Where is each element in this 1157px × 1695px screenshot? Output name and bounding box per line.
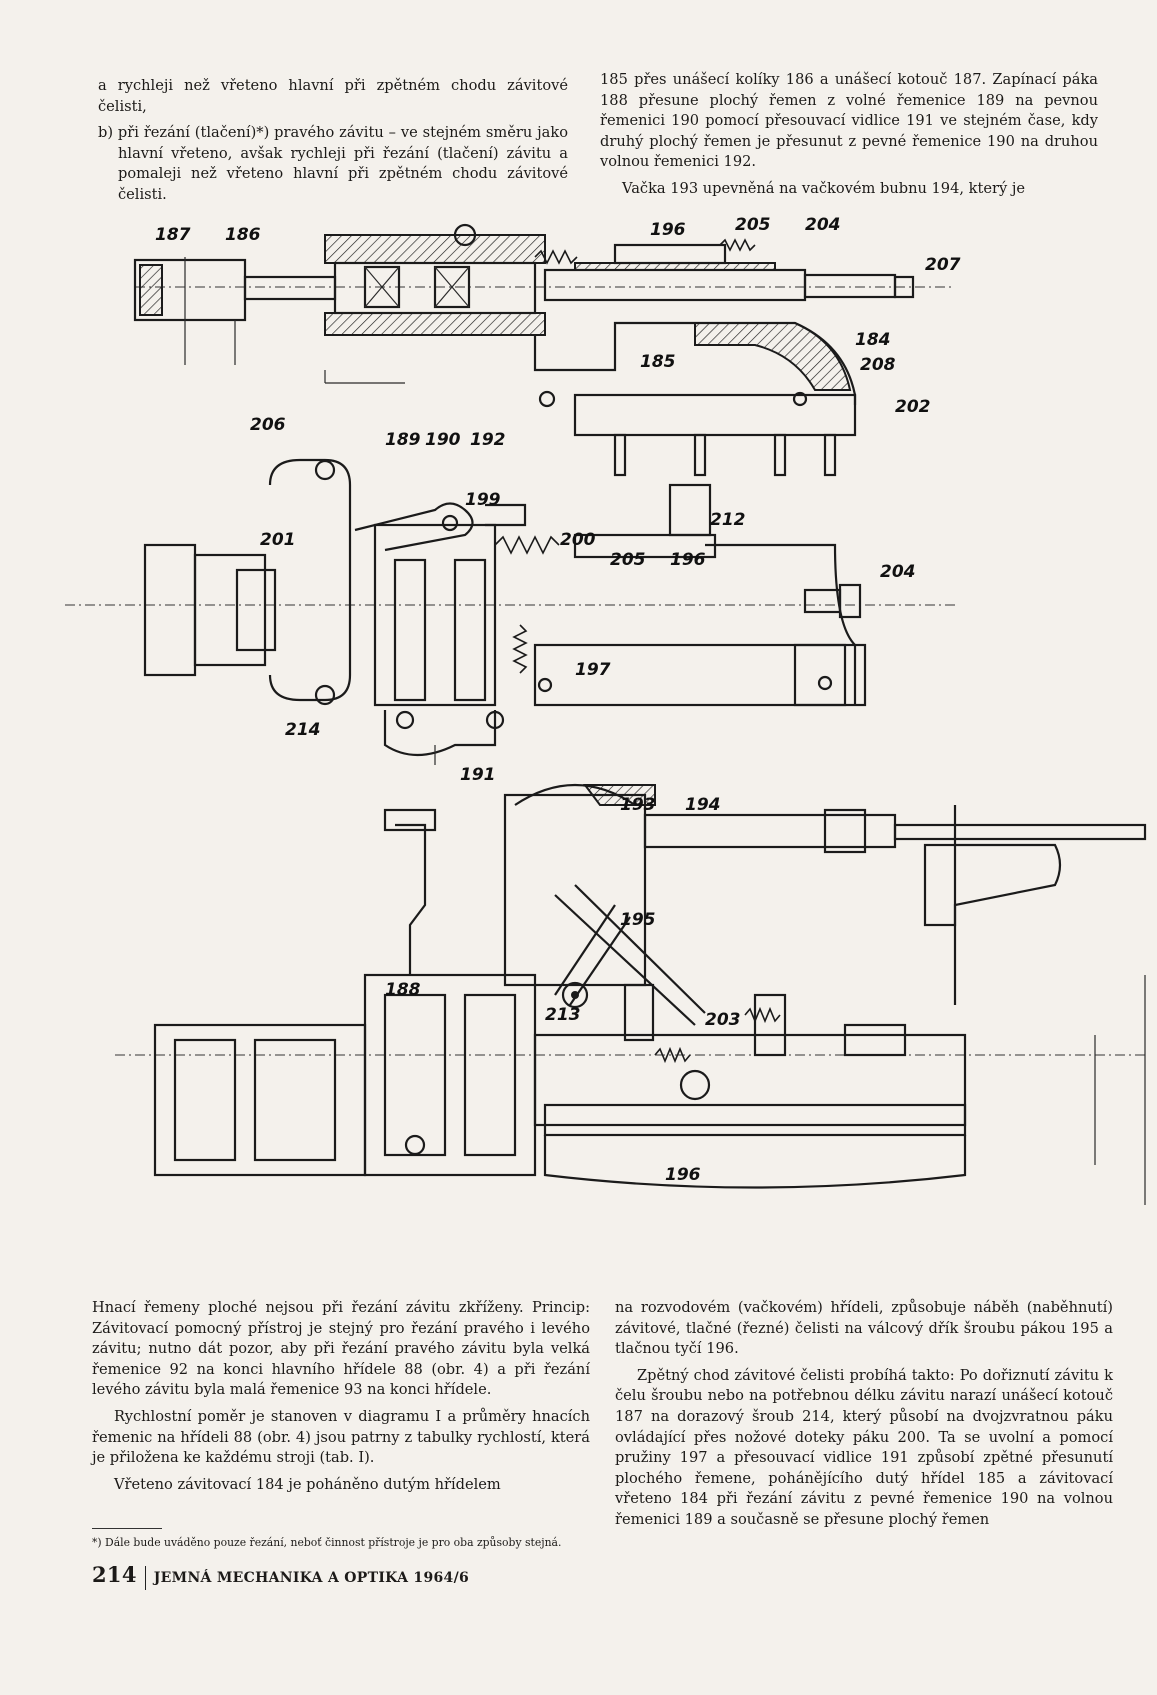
paragraph: 185 přes unášecí kolíky 186 a unášecí ko… — [600, 71, 1098, 171]
label-196: 196 — [665, 1165, 701, 1185]
journal-name: JEMNÁ MECHANIKA A OPTIKA 1964/6 — [153, 1570, 470, 1586]
label-200: 200 — [560, 530, 596, 550]
paragraph: na rozvodovém (vačkovém) hřídeli, způsob… — [615, 1299, 1113, 1358]
label-205: 205 — [610, 550, 646, 570]
cam-drive-view — [115, 783, 1147, 1205]
label-199: 199 — [465, 490, 501, 510]
page-footer: 214 JEMNÁ MECHANIKA A OPTIKA 1964/6 — [92, 1562, 469, 1590]
label-189: 189 — [385, 430, 421, 450]
label-205: 205 — [735, 215, 771, 235]
label-213: 213 — [545, 1005, 581, 1025]
text-column-top-left: a rychleji než vřeteno hlavní při zpětné… — [98, 76, 568, 212]
text-column-bottom-right: na rozvodovém (vačkovém) hřídeli, způsob… — [615, 1298, 1113, 1537]
label-191: 191 — [460, 765, 496, 785]
label-187: 187 — [155, 225, 191, 245]
label-207: 207 — [925, 255, 961, 275]
paragraph: Vačka 193 upevněná na vačkovém bubnu 194… — [622, 179, 1026, 197]
paragraph-continuation: a rychleji než vřeteno hlavní při zpětné… — [98, 77, 568, 115]
label-203: 203 — [705, 1010, 741, 1030]
label-185: 185 — [640, 352, 676, 372]
label-192: 192 — [470, 430, 506, 450]
label-202: 202 — [895, 397, 931, 417]
label-194: 194 — [685, 795, 721, 815]
label-212: 212 — [710, 510, 746, 530]
label-190: 190 — [425, 430, 461, 450]
paragraph: Hnací řemeny ploché nejsou při řezání zá… — [92, 1299, 590, 1399]
spindle-section-view — [133, 223, 955, 477]
page-number: 214 — [92, 1562, 137, 1587]
label-193: 193 — [620, 795, 656, 815]
footer-separator — [144, 1566, 146, 1590]
label-204: 204 — [880, 562, 916, 582]
lever-mechanism-view — [65, 458, 955, 765]
part-labels: 187 186 196 205 204 207 184 185 208 202 … — [155, 215, 961, 1185]
footnote-rule — [92, 1528, 162, 1529]
label-214: 214 — [285, 720, 321, 740]
label-196: 196 — [670, 550, 706, 570]
label-197: 197 — [575, 660, 611, 680]
list-item-b: b) při řezání (tlačení)*) pravého závitu… — [98, 124, 568, 203]
label-188: 188 — [385, 980, 421, 1000]
label-204: 204 — [805, 215, 841, 235]
label-206: 206 — [250, 415, 286, 435]
label-186: 186 — [225, 225, 261, 245]
technical-drawing-thread-cutting-device: 187 186 196 205 204 207 184 185 208 202 … — [65, 215, 1147, 1205]
label-195: 195 — [620, 910, 656, 930]
paragraph: Zpětný chod závitové čelisti probíhá tak… — [615, 1366, 1113, 1528]
label-196: 196 — [650, 220, 686, 240]
label-201: 201 — [260, 530, 296, 550]
label-208: 208 — [860, 355, 896, 375]
footnote: *) Dále bude uváděno pouze řezání, neboť… — [92, 1536, 562, 1549]
text-column-bottom-left: Hnací řemeny ploché nejsou při řezání zá… — [92, 1298, 590, 1501]
paragraph: Rychlostní poměr je stanoven v diagramu … — [92, 1407, 590, 1467]
paragraph: Vřeteno závitovací 184 je poháněno dutým… — [114, 1475, 501, 1493]
text-column-top-right: 185 přes unášecí kolíky 186 a unášecí ko… — [600, 70, 1098, 206]
label-184: 184 — [855, 330, 891, 350]
